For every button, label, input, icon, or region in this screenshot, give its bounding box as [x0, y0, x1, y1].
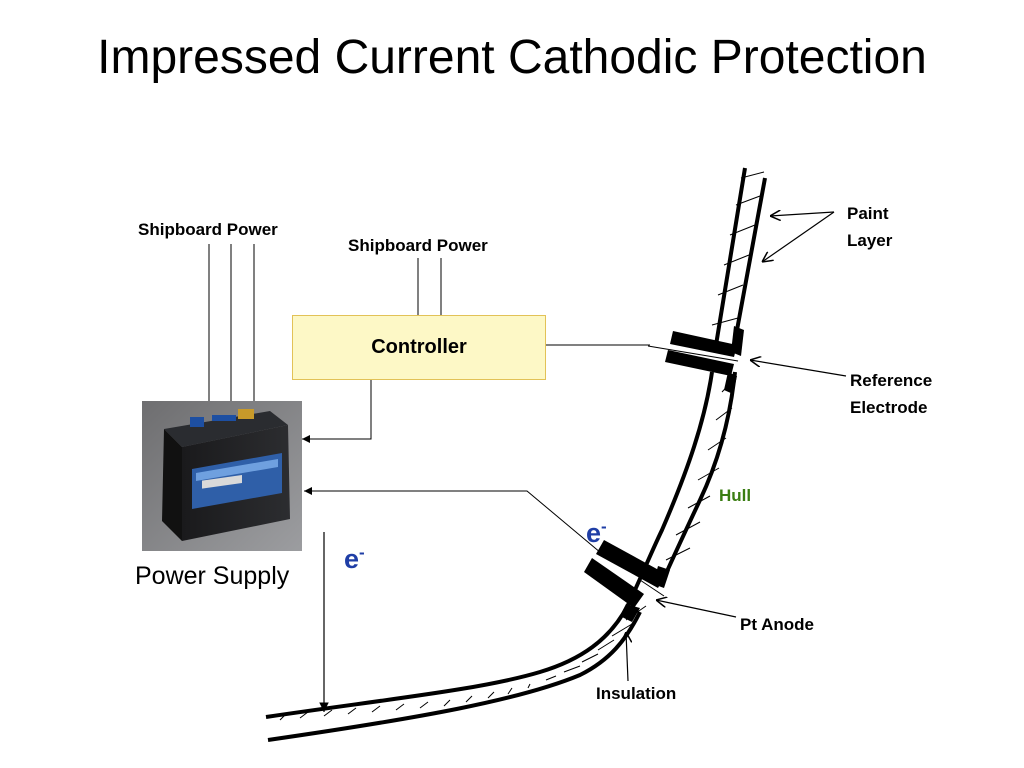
battery-image [142, 401, 302, 551]
hull-inner-skin [267, 177, 767, 742]
shipboard-power-label-mid: Shipboard Power [348, 236, 488, 255]
pt-anode-label: Pt Anode [740, 615, 814, 634]
hull-label: Hull [719, 486, 752, 505]
paint-layer-label: Paint Layer [847, 204, 893, 250]
hull-outer-skin [265, 167, 747, 719]
reference-electrode [647, 326, 744, 394]
electron-label-supply: e- [344, 543, 365, 574]
shipboard-power-label-left: Shipboard Power [138, 220, 278, 239]
power-supply-label: Power Supply [135, 562, 290, 590]
insulation-label: Insulation [596, 684, 677, 703]
controller-box: Controller [292, 315, 546, 380]
pt-anode [584, 540, 670, 622]
controller-label: Controller [371, 336, 467, 358]
reference-electrode-label: Reference Electrode [850, 371, 933, 417]
electron-label-anode: e- [586, 517, 607, 548]
page-title: Impressed Current Cathodic Protection [97, 31, 927, 84]
